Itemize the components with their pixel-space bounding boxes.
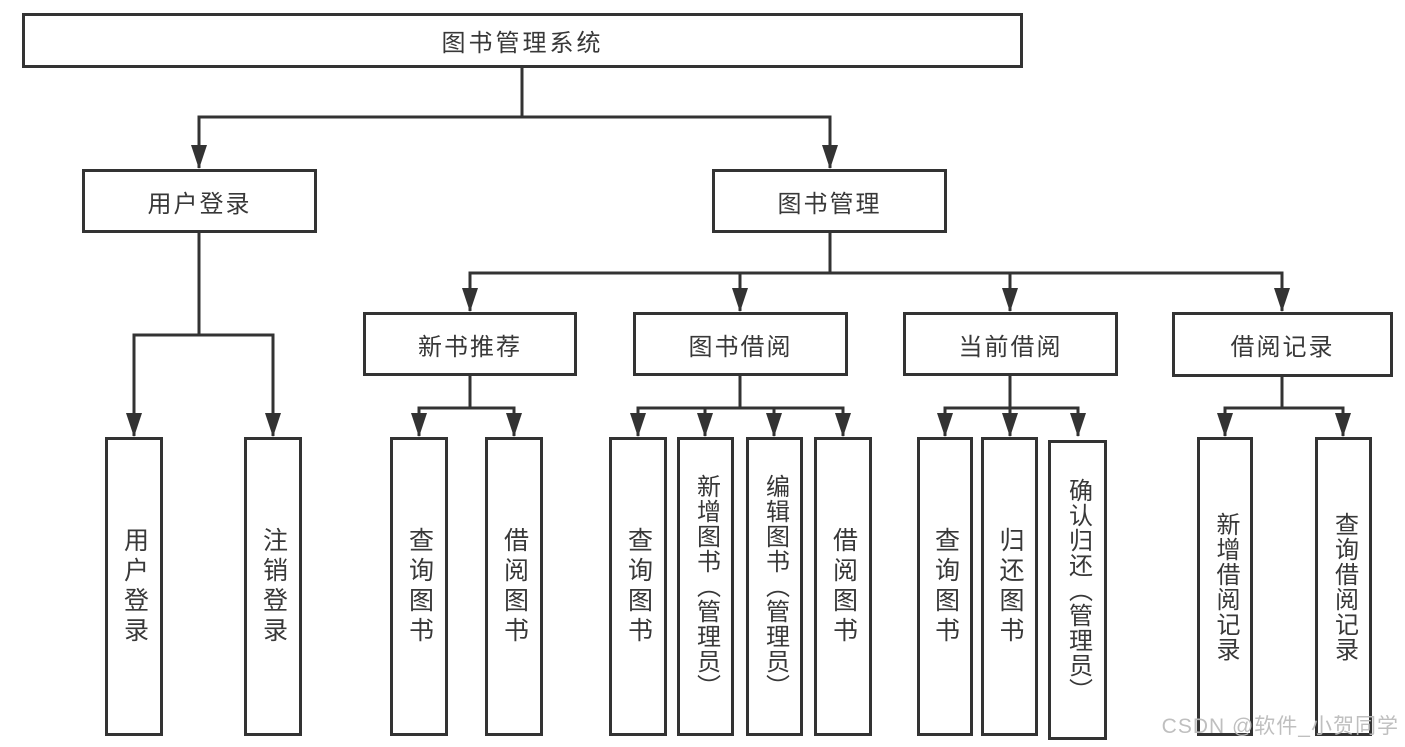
connector-new-book-recommend — [411, 374, 522, 437]
node-query-borrow-record: 查询借阅记录 — [1315, 437, 1372, 736]
node-return-books: 归还图书 — [981, 437, 1038, 736]
node-borrow-books: 借阅图书 — [814, 437, 872, 736]
connector-book-management — [462, 231, 1290, 312]
node-edit-books-admin: 编辑图书（管理员） — [746, 437, 803, 736]
node-add-books-admin: 新增图书（管理员） — [677, 437, 734, 736]
node-query-books-recommend: 查询图书 — [390, 437, 448, 736]
csdn-watermark: CSDN @软件_小贺同学 — [1161, 715, 1399, 738]
node-user-login-action: 用户登录 — [105, 437, 163, 736]
node-book-management: 图书管理 — [712, 169, 947, 233]
node-query-books-borrow: 查询图书 — [609, 437, 667, 736]
connector-user-login — [126, 231, 281, 437]
node-confirm-return-admin: 确认归还（管理员） — [1048, 440, 1107, 740]
connector-current-borrowing — [937, 374, 1086, 437]
node-book-borrowing: 图书借阅 — [633, 312, 848, 376]
node-user-login: 用户登录 — [82, 169, 317, 233]
node-add-borrow-record: 新增借阅记录 — [1197, 437, 1253, 736]
connector-root-to-level2 — [191, 66, 838, 169]
node-query-books-current: 查询图书 — [917, 437, 973, 736]
node-library-management-system: 图书管理系统 — [22, 13, 1023, 68]
node-new-book-recommend: 新书推荐 — [363, 312, 577, 376]
node-borrow-books-recommend: 借阅图书 — [485, 437, 543, 736]
node-logout-action: 注销登录 — [244, 437, 302, 736]
connector-book-borrowing — [630, 374, 851, 437]
node-current-borrowing: 当前借阅 — [903, 312, 1118, 376]
connector-borrowing-records — [1217, 375, 1351, 437]
node-borrowing-records: 借阅记录 — [1172, 312, 1393, 377]
